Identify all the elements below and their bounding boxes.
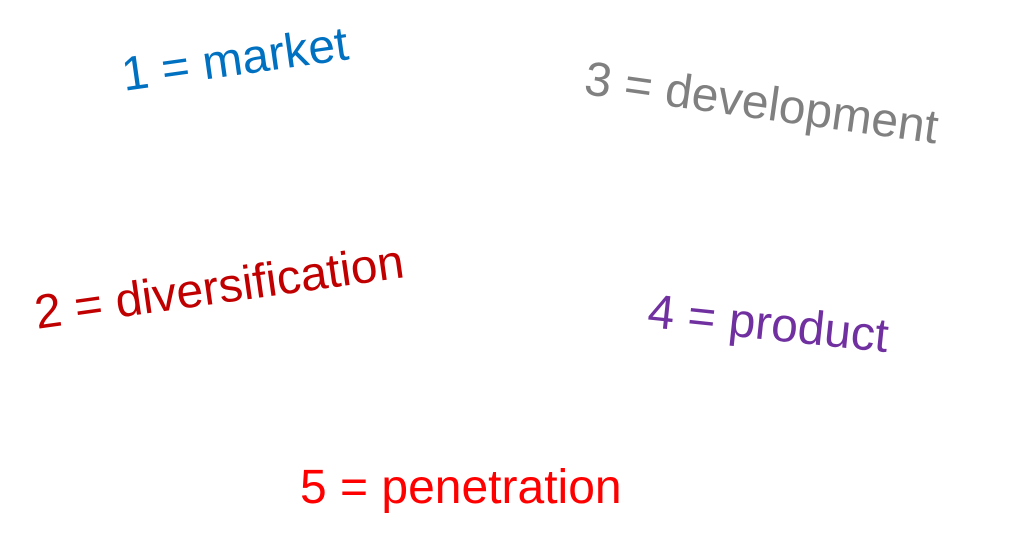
label-product: 4 = product bbox=[645, 285, 891, 364]
label-development: 3 = development bbox=[581, 52, 942, 155]
label-penetration: 5 = penetration bbox=[300, 461, 622, 514]
label-market: 1 = market bbox=[118, 17, 352, 102]
label-diversification: 2 = diversification bbox=[31, 235, 408, 340]
